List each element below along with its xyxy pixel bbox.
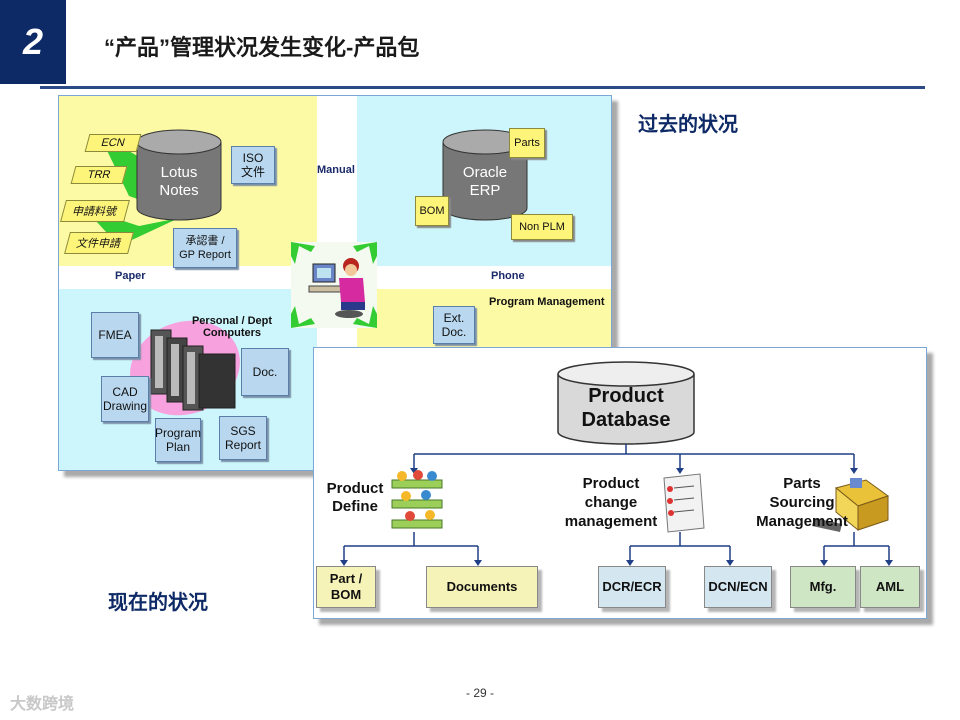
label-program-management: Program Management [489, 296, 605, 308]
note-approval-line-2: GP Report [179, 249, 231, 261]
lotus-database-icon [136, 129, 222, 221]
note-cad-line-1: CAD [112, 385, 138, 399]
tag-doc-request: 文件申請 [64, 232, 134, 254]
lotus-line-2: Notes [159, 182, 199, 199]
page-title: “产品”管理状况发生变化-产品包 [104, 35, 420, 60]
note-iso-line-1: ISO [242, 151, 264, 165]
present-db-line-1: Product [588, 385, 664, 407]
label-manual: Manual [317, 164, 355, 176]
label-phone: Phone [491, 270, 525, 282]
category-line: Parts [783, 475, 821, 492]
lotus-line-1: Lotus [160, 164, 198, 181]
page-number: - 29 - [465, 686, 494, 700]
box-line: BOM [330, 587, 362, 602]
label-personal-line-1: Personal / Dept [191, 315, 273, 327]
present-db-line-2: Database [581, 409, 671, 431]
category-line: change [584, 494, 638, 511]
note-sgs-line-1: SGS [230, 424, 256, 438]
oracle-database-icon [442, 129, 528, 221]
checklist-icon [663, 473, 705, 533]
arrowheads [340, 468, 893, 566]
note-approval: 承認書 / GP Report [173, 228, 237, 268]
category-line: Define [332, 498, 378, 515]
category-line: Management [756, 513, 848, 530]
box-dcn-ecn: DCN/ECN [704, 566, 772, 608]
arrow-icon [353, 242, 377, 264]
note-ext-doc: Ext.Doc. [433, 306, 475, 344]
note-fmea: FMEA [91, 312, 139, 358]
box-part-bom: Part /BOM [316, 566, 376, 608]
heading-past: 过去的状况 [638, 114, 738, 136]
present-diagram-lines [340, 361, 893, 566]
oracle-line-1: Oracle [462, 164, 508, 181]
arrow-icon [353, 306, 377, 328]
box-documents: Documents [426, 566, 538, 608]
note-program-plan-line-2: Plan [165, 440, 191, 454]
note-iso-line-2: 文件 [240, 165, 265, 179]
title-divider [40, 86, 925, 89]
category-line: Sourcing [769, 494, 835, 511]
label-personal-line-2: Computers [202, 327, 262, 339]
lotus-label: Lotus Notes [149, 164, 209, 200]
label-personal-computers: Personal / Dept Computers [185, 315, 279, 339]
present-diagram: Product Database Product Define Product … [313, 347, 927, 619]
oracle-label: Oracle ERP [455, 164, 515, 200]
note-sgs-line-2: Report [224, 438, 262, 452]
watermark: 大数跨境 [10, 696, 75, 713]
arrow-icon [291, 306, 315, 328]
category-product-define: Product Define [316, 480, 394, 516]
slide-number-badge: 2 [0, 0, 66, 84]
product-database-icon [557, 361, 695, 445]
category-parts-sourcing: Parts Sourcing Management [752, 474, 852, 531]
computer-towers-icon [150, 329, 236, 411]
heading-present: 现在的状况 [108, 592, 208, 614]
category-line: Product [582, 475, 640, 492]
arrow-icon [291, 242, 315, 264]
category-product-change: Product change management [560, 474, 662, 531]
tag-part-request: 申請料號 [60, 200, 130, 222]
past-diagram-art [84, 129, 528, 416]
note-cad-line-2: Drawing [102, 399, 147, 413]
note-doc: Doc. [241, 348, 289, 396]
box-aml: AML [860, 566, 920, 608]
oracle-line-2: ERP [469, 182, 501, 199]
tag-ecn: ECN [84, 134, 142, 152]
box-line: Part / [329, 571, 363, 586]
category-line: management [564, 513, 658, 530]
note-program-plan-line-1: Program [155, 426, 202, 440]
note-approval-line-1: 承認書 / [185, 235, 225, 247]
computer-user-icon [308, 258, 365, 318]
factory-icon [812, 478, 890, 532]
present-db-label: Product Database [562, 384, 690, 432]
category-line: Product [326, 480, 384, 497]
note-ext-doc-line-2: Doc. [441, 325, 467, 339]
user-hub [291, 242, 377, 328]
label-paper: Paper [115, 270, 146, 282]
product-define-icon [391, 470, 443, 529]
tag-trr: TRR [70, 166, 128, 184]
note-bom: BOM [415, 196, 449, 226]
connector-lines [343, 444, 890, 562]
box-mfg: Mfg. [790, 566, 856, 608]
note-non-plm: Non PLM [511, 214, 573, 240]
box-dcr-ecr: DCR/ECR [598, 566, 666, 608]
note-parts: Parts [509, 128, 545, 158]
note-ext-doc-line-1: Ext. [443, 311, 465, 325]
